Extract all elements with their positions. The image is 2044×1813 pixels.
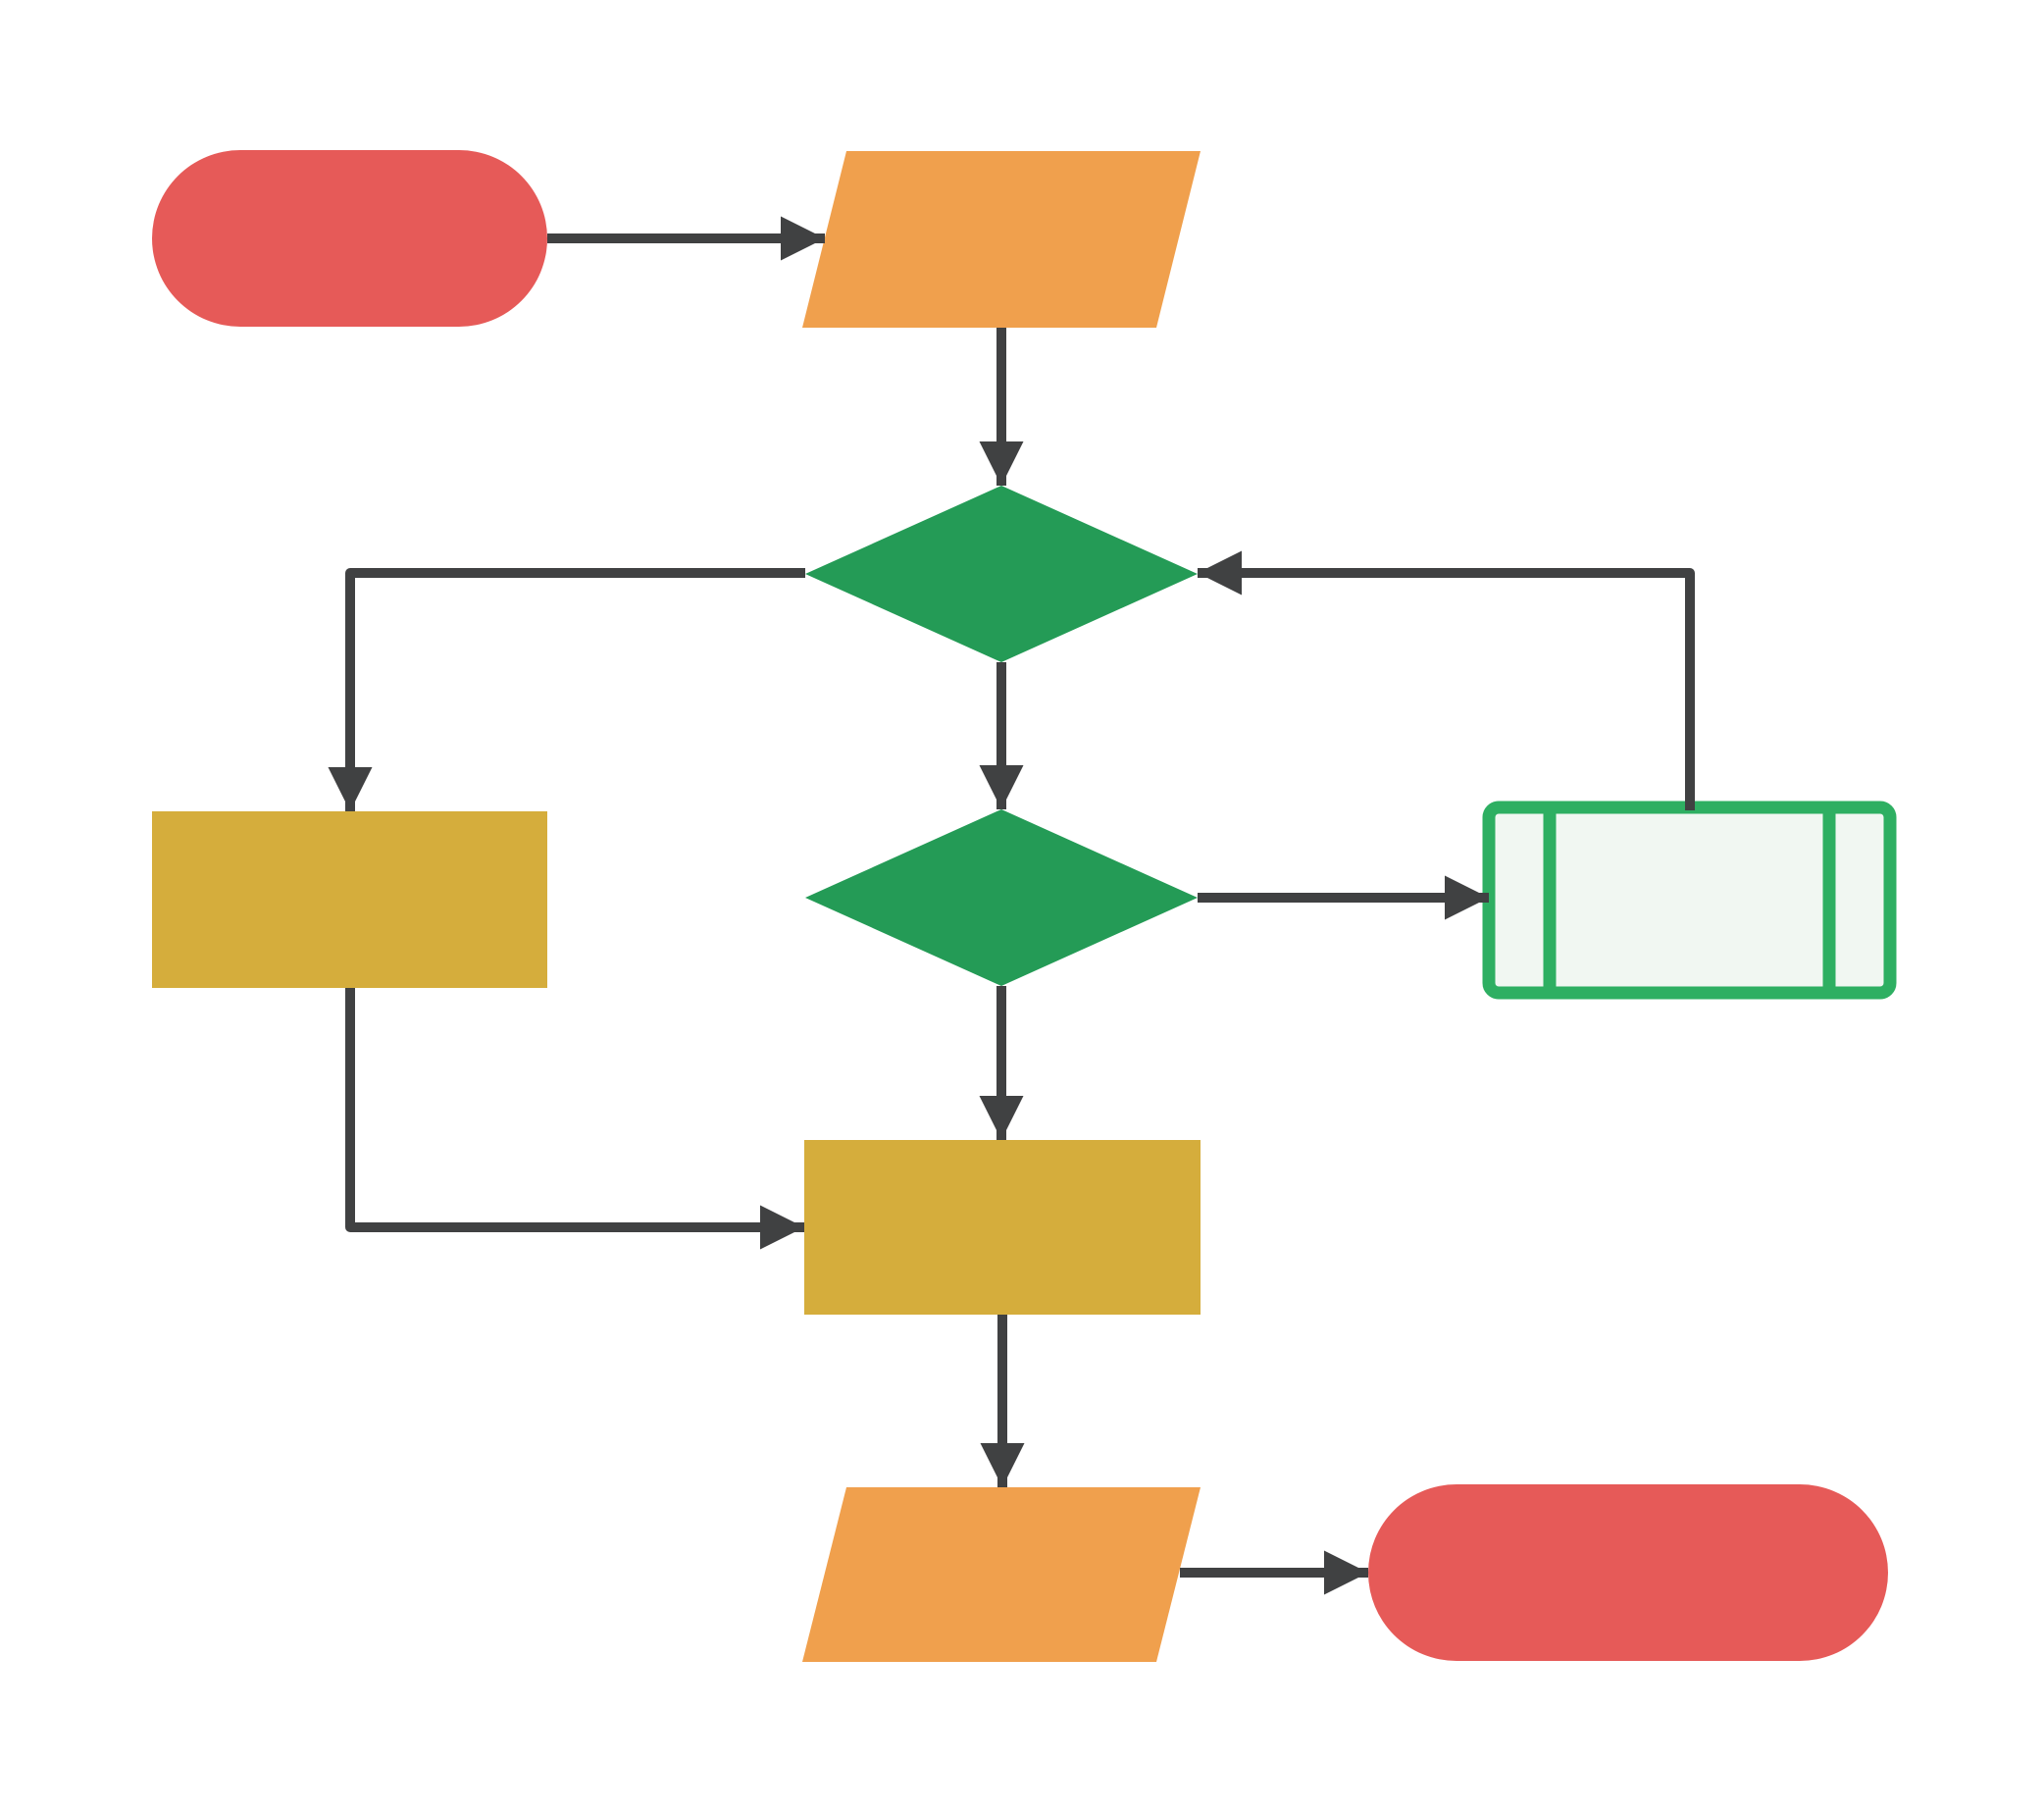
start-terminator <box>152 150 547 327</box>
process-center <box>804 1140 1201 1315</box>
edge-predefined-to-decision1 <box>1198 550 1695 810</box>
end-terminator <box>1368 1484 1888 1661</box>
decision-1 <box>805 486 1198 662</box>
nodes-layer <box>152 150 1897 1662</box>
predefined-process <box>1482 801 1897 1000</box>
edge-process-left-to-process-center <box>345 988 804 1250</box>
process-left <box>152 811 547 988</box>
decision-2 <box>805 809 1198 986</box>
edge-decision1-to-process-left <box>328 568 805 811</box>
edges-layer <box>328 216 1695 1595</box>
io-bottom <box>802 1487 1201 1662</box>
io-top <box>802 151 1201 328</box>
